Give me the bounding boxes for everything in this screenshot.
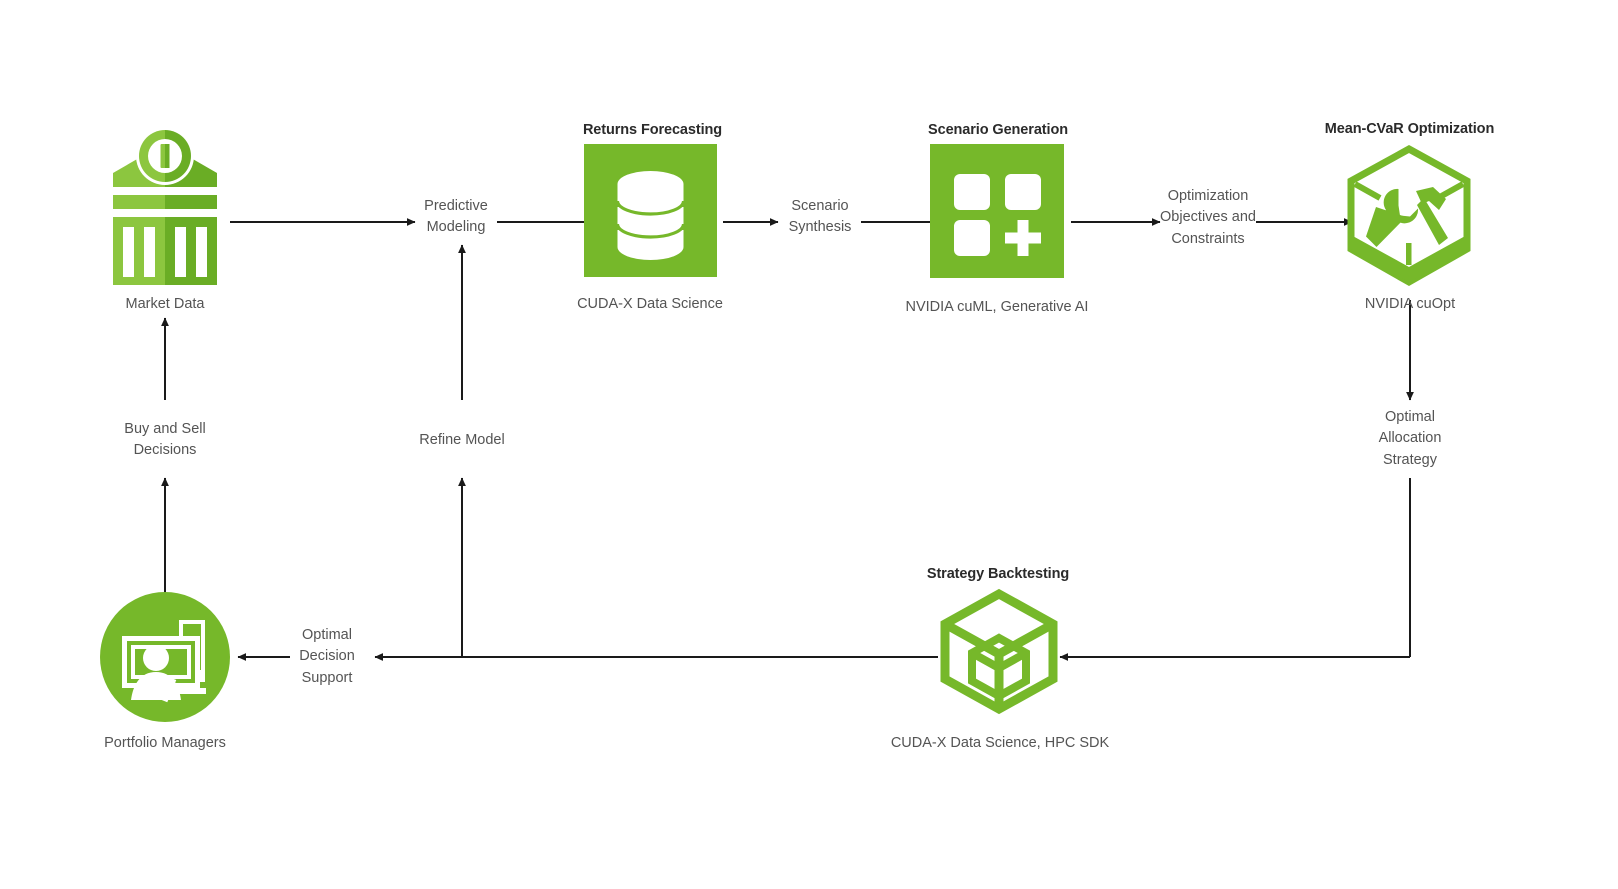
database-icon: [584, 144, 717, 277]
scenario-generation-title: Scenario Generation: [928, 122, 1068, 138]
market-data-caption: Market Data: [125, 296, 205, 312]
strategy-backtesting-icon-box: [936, 588, 1062, 715]
edge-label-optimal-allocation-strategy: Optimal Allocation Strategy: [1350, 407, 1470, 471]
returns-forecasting-title: Returns Forecasting: [582, 122, 723, 138]
mean-cvar-title: Mean-CVaR Optimization: [1324, 121, 1495, 137]
edge-label-refine-model: Refine Model: [397, 430, 527, 451]
allocation-line3: Strategy: [1383, 451, 1437, 468]
edge-label-predictive-modeling: Predictive Modeling: [396, 196, 516, 239]
allocation-line1: Optimal: [1385, 409, 1435, 425]
edge-label-scenario-synthesis: Scenario Synthesis: [760, 196, 880, 239]
monitor-person-icon: [100, 592, 230, 722]
optimization-line1: Optimization: [1167, 188, 1249, 204]
decision-support-line2: Decision: [299, 648, 355, 665]
scenario-synthesis-line1: Scenario: [791, 198, 849, 214]
buy-sell-line2: Decisions: [133, 442, 197, 459]
bank-icon: [113, 127, 217, 285]
buy-sell-line1: Buy and Sell: [124, 421, 206, 437]
refine-model-line1: Refine Model: [419, 432, 505, 448]
allocation-line2: Allocation: [1378, 430, 1442, 447]
portfolio-managers-icon-box: [100, 592, 230, 722]
mean-cvar-caption: NVIDIA cuOpt: [1364, 296, 1456, 312]
decision-support-line1: Optimal: [302, 627, 352, 643]
portfolio-managers-caption: Portfolio Managers: [104, 735, 226, 751]
mean-cvar-icon-box: [1338, 143, 1480, 288]
scenario-synthesis-line2: Synthesis: [788, 219, 852, 236]
returns-forecasting-icon-box: [584, 144, 717, 277]
returns-forecasting-caption: CUDA-X Data Science: [577, 296, 723, 312]
edge-label-optimization-objectives: Optimization Objectives and Constraints: [1128, 186, 1288, 250]
edge-label-optimal-decision-support: Optimal Decision Support: [272, 625, 382, 689]
predictive-modeling-line2: Modeling: [426, 219, 486, 236]
predictive-modeling-line1: Predictive: [424, 198, 488, 214]
scenario-generation-icon-box: [930, 144, 1064, 278]
decision-support-line3: Support: [301, 669, 353, 686]
optimization-line2: Objectives and: [1160, 209, 1256, 226]
edge-label-buy-and-sell-decisions: Buy and Sell Decisions: [105, 419, 225, 462]
hexagon-tools-icon: [1347, 145, 1471, 287]
cube-icon: [940, 588, 1058, 715]
market-data-icon-box: [105, 125, 225, 285]
strategy-backtesting-title: Strategy Backtesting: [926, 566, 1070, 582]
scenario-generation-caption: NVIDIA cuML, Generative AI: [905, 299, 1089, 315]
strategy-backtesting-caption: CUDA-X Data Science, HPC SDK: [890, 735, 1110, 751]
grid-plus-icon: [930, 144, 1064, 278]
optimization-line3: Constraints: [1171, 230, 1245, 247]
